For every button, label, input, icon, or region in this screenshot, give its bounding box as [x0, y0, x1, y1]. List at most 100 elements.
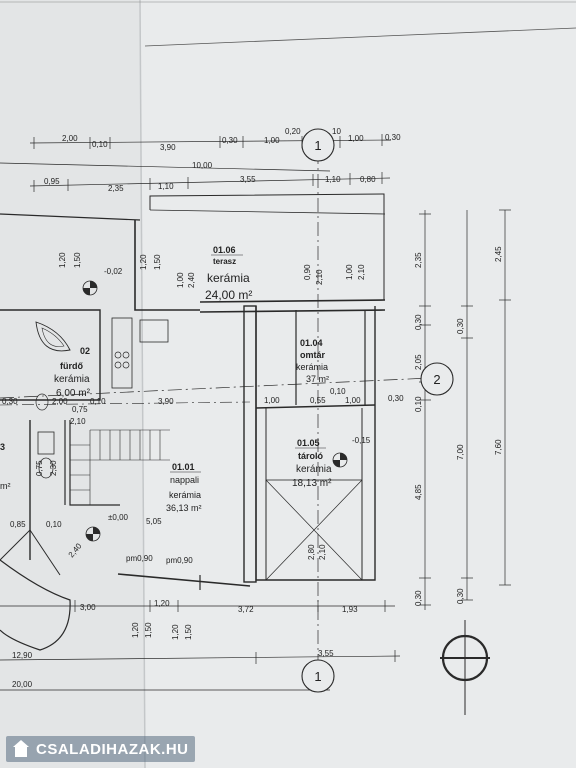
axis-label-bottom: 1 [314, 669, 321, 684]
dim-bottom-sill-1: pm0,90 [126, 554, 153, 563]
svg-text:36,13 m²: 36,13 m² [166, 503, 202, 513]
dim-right-1: 2,35 [414, 252, 423, 268]
dim-right-2: 2,45 [494, 246, 503, 262]
dim-int-2: 1,50 [73, 252, 82, 268]
dim-bottom-2: 1,20 [154, 599, 170, 608]
room-terasz: 01.06 terasz kerámia 24,00 m² [205, 245, 252, 302]
dim-int-5: 1,00 [176, 272, 185, 288]
room-taroló: 01.05 tároló kerámia 18,13 m² [292, 438, 332, 489]
site-watermark[interactable]: CSALADIHAZAK.HU [6, 736, 195, 762]
dim-int-29: 0,10 [330, 387, 346, 396]
dim-top-r3-5: 1,10 [325, 175, 341, 184]
dim-int-13: 0,10 [90, 397, 106, 406]
dim-bottom-7: 20,00 [12, 680, 33, 689]
watermark-text: CSALADIHAZAK.HU [36, 740, 189, 758]
dim-bottom-v4: 1,50 [184, 624, 193, 640]
dim-top-7: 10 [332, 127, 341, 136]
dim-int-16: 0,55 [310, 396, 326, 405]
dim-int-15: 1,00 [264, 396, 280, 405]
dim-int-23: 0,85 [10, 520, 26, 529]
svg-text:24,00 m²: 24,00 m² [205, 288, 252, 302]
dim-int-6: 2,40 [187, 272, 196, 288]
dim-right-3: 0,30 [414, 314, 423, 330]
level-taroló: -0,15 [352, 436, 371, 445]
dim-int-28: 2,10 [318, 544, 327, 560]
dim-int-9: 1,00 [345, 264, 354, 280]
svg-text:02: 02 [80, 346, 90, 356]
room-kamra: 01.04 omtár kerámia 37 m² [296, 338, 329, 384]
dim-top-4: 0,30 [222, 136, 238, 145]
dim-bottom-4: 1,93 [342, 605, 358, 614]
dim-right-6: 0,10 [414, 396, 423, 412]
dim-right-9: 4,85 [414, 484, 423, 500]
dim-bottom-v1: 1,20 [131, 622, 140, 638]
svg-text:m²: m² [0, 481, 11, 491]
svg-text:6,00 m²: 6,00 m² [56, 388, 91, 399]
svg-text:kerámia: kerámia [169, 490, 201, 500]
dim-bottom-3: 3,72 [238, 605, 254, 614]
dim-bottom-6: 3,55 [318, 649, 334, 658]
dim-int-1: 1,20 [58, 252, 67, 268]
axis-label-top: 1 [314, 138, 321, 153]
dim-int-7: 0,90 [303, 264, 312, 280]
dim-bottom-v2: 1,50 [144, 622, 153, 638]
dim-int-27: 2,80 [307, 544, 316, 560]
dim-int-19: 0,75 [72, 405, 88, 414]
dim-right-10: 0,30 [414, 590, 423, 606]
level-marker-taroló [332, 452, 348, 468]
level-marker-nappali [85, 526, 101, 542]
dim-top-1: 2,00 [62, 134, 78, 143]
dim-top-8: 1,00 [348, 134, 364, 143]
dim-top-total: 10,00 [192, 161, 213, 170]
svg-text:nappali: nappali [170, 475, 199, 485]
dim-top-r3-6: 0,80 [360, 175, 376, 184]
dim-top-r3-1: 0,95 [44, 177, 60, 186]
axis-label-right: 2 [433, 372, 440, 387]
dim-right-4: 0,30 [456, 318, 465, 334]
room-nappali: 01.01 nappali kerámia 36,13 m² [166, 462, 202, 513]
dim-int-3: 1,20 [139, 254, 148, 270]
dim-int-18: 0,30 [388, 394, 404, 403]
dim-int-24: 0,10 [46, 520, 62, 529]
dim-int-20: 2,10 [70, 417, 86, 426]
dim-int-25: 5,05 [146, 517, 162, 526]
dim-int-12: 2,00 [52, 397, 68, 406]
dim-top-r3-4: 3,55 [240, 175, 256, 184]
dim-top-r3-2: 2,35 [108, 184, 124, 193]
svg-text:01.04: 01.04 [300, 338, 323, 348]
dim-bottom-5: 12,90 [12, 651, 33, 660]
house-logo-icon [10, 740, 32, 758]
dim-int-11: 0,30 [2, 397, 18, 406]
dim-int-21: 0,75 [35, 460, 44, 476]
dim-bottom-1: 3,00 [80, 603, 96, 612]
svg-text:01.05: 01.05 [297, 438, 320, 448]
svg-text:terasz: terasz [213, 257, 236, 266]
dim-int-14: 3,90 [158, 397, 174, 406]
svg-text:kerámia: kerámia [296, 362, 328, 372]
svg-text:kerámia: kerámia [54, 374, 90, 385]
svg-text:fürdő: fürdő [60, 361, 83, 371]
dim-int-8: 2,10 [315, 269, 324, 285]
svg-text:tároló: tároló [298, 451, 324, 461]
dim-right-5: 2,05 [414, 354, 423, 370]
svg-text:01.01: 01.01 [172, 462, 195, 472]
svg-text:omtár: omtár [300, 350, 326, 360]
dim-top-9: 0,30 [385, 133, 401, 142]
svg-text:3: 3 [0, 442, 5, 452]
dim-bottom-v3: 1,20 [171, 624, 180, 640]
dim-right-7: 7,00 [456, 444, 465, 460]
svg-text:01.06: 01.06 [213, 245, 236, 255]
dim-top-3: 3,90 [160, 143, 176, 152]
svg-text:kerámia: kerámia [207, 271, 250, 285]
room-furdo: 02 fürdő kerámia 6,00 m² [54, 346, 91, 399]
room-left: 3 m² [0, 442, 11, 491]
svg-text:kerámia: kerámia [296, 464, 332, 475]
level-nappali: ±0,00 [108, 513, 129, 522]
dim-top-2: 0,10 [92, 140, 108, 149]
level-terasz: -0,02 [104, 267, 123, 276]
svg-text:18,13 m²: 18,13 m² [292, 478, 332, 489]
dim-int-10: 2,10 [357, 264, 366, 280]
dim-top-6: 0,20 [285, 127, 301, 136]
dim-top-5: 1,00 [264, 136, 280, 145]
